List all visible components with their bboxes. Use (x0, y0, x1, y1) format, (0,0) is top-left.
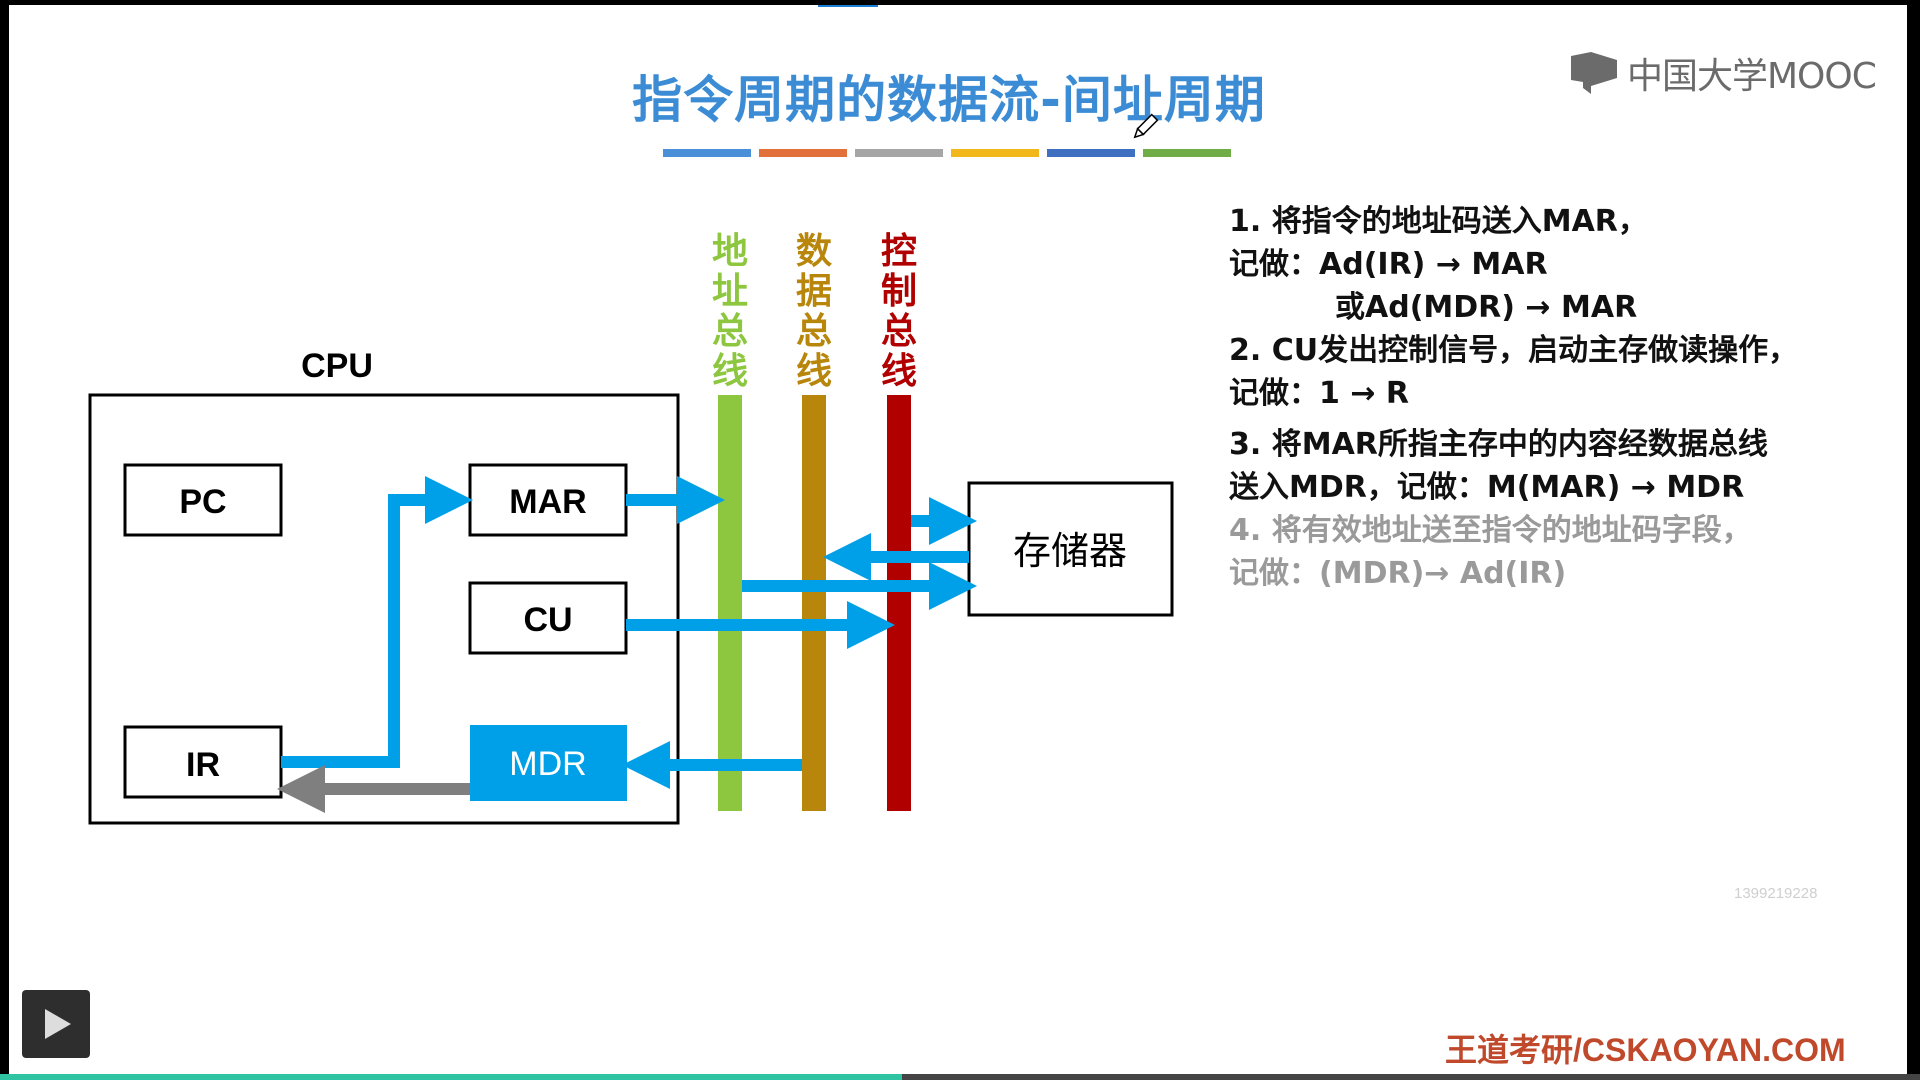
underline-segment-3 (855, 149, 943, 157)
cu-register (468, 581, 628, 655)
slide-title: 指令周期的数据流-间址周期 (632, 71, 1266, 129)
cpu-label: CPU (301, 347, 373, 385)
underline-segment-2 (759, 149, 847, 157)
pc-label: PC (179, 483, 226, 521)
logo-text: 中国大学MOOC (1627, 56, 1877, 97)
step-1-line-1: 1. 将指令的地址码送入MAR， (1229, 204, 1648, 239)
control-bus-char: 总 (881, 311, 917, 352)
slide: 指令周期的数据流-间址周期 中国大学MOOC (9, 5, 1907, 1075)
title-underline (663, 149, 1231, 157)
step-2-line-1: 2. CU发出控制信号，启动主存做读操作， (1229, 333, 1799, 368)
address-bus-label: 地 址 总 线 (712, 231, 748, 392)
watermark-id: 1399219228 (1734, 885, 1818, 902)
top-accent (818, 5, 878, 7)
step-1-line-3: 或Ad(MDR) → MAR (1335, 290, 1638, 325)
step-3-line-1: 3. 将MAR所指主存中的内容经数据总线 (1229, 427, 1768, 462)
step-1-line-2: 记做：Ad(IR) → MAR (1229, 247, 1548, 282)
address-bus-char: 线 (712, 351, 748, 392)
step-4-line-1: 4. 将有效地址送至指令的地址码字段， (1229, 513, 1752, 548)
control-bus (887, 395, 911, 811)
play-icon (45, 1009, 71, 1039)
data-bus (802, 395, 826, 811)
mooc-logo-icon (1571, 52, 1617, 94)
memory-label: 存储器 (1013, 529, 1127, 573)
control-bus-label: 控 制 总 线 (881, 231, 917, 392)
cpu-box (88, 393, 680, 825)
play-button[interactable] (22, 990, 90, 1058)
address-bus-char: 总 (712, 311, 748, 352)
underline-segment-6 (1143, 149, 1231, 157)
data-bus-char: 据 (796, 271, 832, 312)
underline-segment-4 (951, 149, 1039, 157)
footer-brand: 王道考研/CSKAOYAN.COM (1445, 1032, 1846, 1068)
data-flow-diagram: CPU PC MAR CU IR MDR 存储器 地 址 (88, 113, 1231, 825)
control-bus-char: 控 (881, 231, 917, 272)
arrow-ir-to-mar (281, 476, 473, 768)
address-bus-char: 址 (712, 271, 748, 312)
underline-segment-1 (663, 149, 751, 157)
steps-list: 1. 将指令的地址码送入MAR， 记做：Ad(IR) → MAR 或Ad(MDR… (1229, 200, 1907, 595)
underline-segment-5 (1047, 149, 1135, 157)
pen-cursor-icon (1133, 113, 1159, 139)
mar-label: MAR (509, 483, 586, 521)
ir-register (123, 725, 283, 799)
control-bus-char: 制 (881, 271, 917, 312)
pc-register (123, 463, 283, 537)
progress-fill (0, 1074, 903, 1080)
ir-label: IR (186, 746, 220, 784)
arrows (277, 476, 977, 813)
data-bus-char: 总 (796, 311, 832, 352)
progress-bar[interactable] (0, 1074, 1920, 1080)
step-4-line-2: 记做：(MDR)→ Ad(IR) (1229, 556, 1567, 591)
memory-box (967, 481, 1174, 617)
data-bus-label: 数 据 总 线 (796, 231, 832, 392)
step-3-line-2: 送入MDR，记做：M(MAR) → MDR (1229, 470, 1745, 505)
step-2-line-2: 记做：1 → R (1229, 376, 1409, 411)
cu-label: CU (523, 601, 572, 639)
address-bus-char: 地 (712, 231, 748, 272)
mooc-logo: 中国大学MOOC (1569, 43, 1877, 103)
mdr-label: MDR (509, 745, 586, 783)
control-bus-char: 线 (881, 351, 917, 392)
mdr-register (470, 725, 627, 801)
address-bus (718, 395, 742, 811)
data-bus-char: 线 (796, 351, 832, 392)
data-bus-char: 数 (796, 231, 832, 272)
